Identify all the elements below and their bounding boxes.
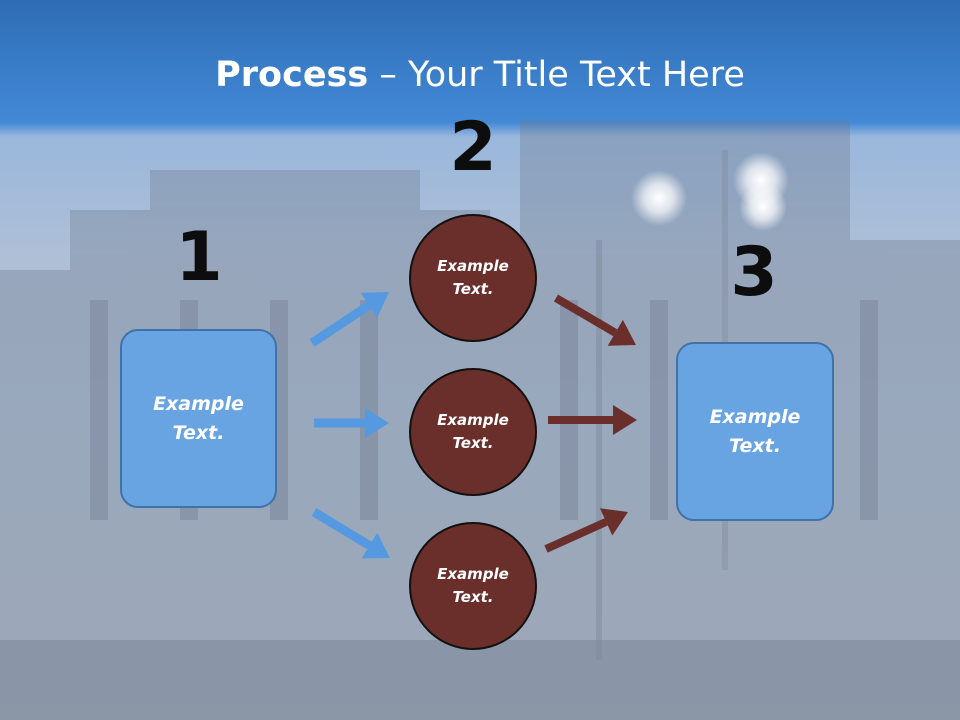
step-number-1: 1 xyxy=(175,218,223,297)
step-number-2: 2 xyxy=(449,108,497,187)
right-box-line2: Text. xyxy=(729,434,781,457)
arrow-left-to-top xyxy=(309,292,389,347)
circle-bottom-line2: Text. xyxy=(452,588,494,606)
title-rest: – Your Title Text Here xyxy=(368,55,745,95)
left-box-line2: Text. xyxy=(172,421,225,444)
circle-middle-line2: Text. xyxy=(452,434,494,452)
circle-top-line1: Example xyxy=(437,257,509,275)
arrow-bottom-to-right xyxy=(544,508,628,553)
left-step-box: Example Text. xyxy=(120,329,277,508)
circle-top-line2: Text. xyxy=(452,280,494,298)
right-step-box: Example Text. xyxy=(676,342,834,521)
slide-title: Process – Your Title Text Here xyxy=(0,52,960,98)
circle-middle-line1: Example xyxy=(437,411,509,429)
left-box-line1: Example xyxy=(153,392,244,415)
circle-node-bottom: Example Text. xyxy=(409,522,537,650)
circle-node-middle: Example Text. xyxy=(409,368,537,496)
arrow-left-to-middle xyxy=(314,408,389,438)
arrow-middle-to-right xyxy=(548,405,637,435)
circle-bottom-line1: Example xyxy=(437,565,509,583)
right-box-line1: Example xyxy=(709,405,801,428)
step-number-3: 3 xyxy=(730,233,778,312)
arrow-top-to-right xyxy=(553,294,636,346)
circle-node-top: Example Text. xyxy=(409,214,537,342)
arrow-left-to-bottom xyxy=(311,508,390,559)
title-bold: Process xyxy=(215,55,369,95)
